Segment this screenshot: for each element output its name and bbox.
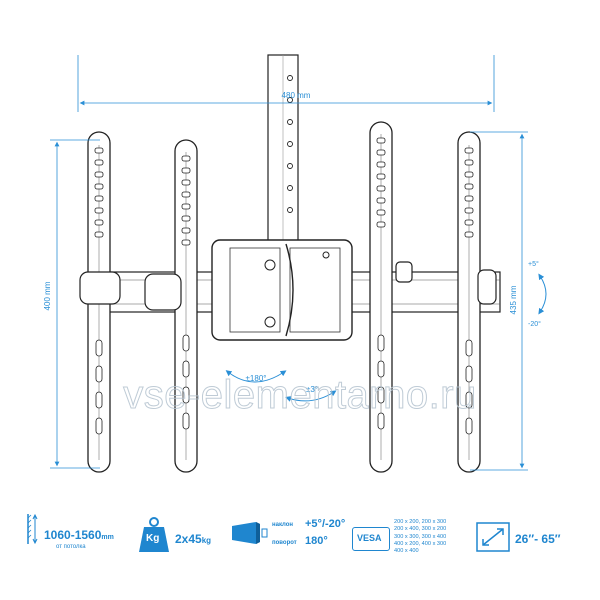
tilt-value: +5°/-20°: [305, 518, 346, 530]
spec-strip: [0, 500, 600, 600]
level-indicator: ±3°: [285, 385, 337, 402]
vesa-line: 200 x 400, 300 x 200: [394, 526, 447, 533]
height-note: от потолка: [56, 544, 86, 550]
dimension-width: 480 mm: [77, 55, 495, 112]
vesa-label: VESA: [357, 533, 382, 543]
width-label: 480 mm: [282, 91, 311, 100]
right-height-label: 435 mm: [509, 285, 518, 314]
ceiling-pole: [267, 54, 299, 246]
screen-size-icon: [476, 522, 510, 552]
load-unit: kg: [201, 536, 212, 545]
vesa-line: 200 x 200, 200 x 300: [394, 519, 447, 525]
vesa-list: 200 x 200, 200 x 300 200 x 400, 300 x 20…: [394, 519, 474, 555]
tilt-knobs: [79, 261, 497, 311]
weight-icon-label: Kg: [146, 533, 160, 544]
left-height-label: 400 mm: [43, 281, 52, 310]
tilt-label: наклон: [272, 522, 294, 528]
height-unit: mm: [101, 534, 114, 541]
arm-slots: [95, 334, 473, 435]
vesa-line: 300 x 300, 300 x 400: [394, 533, 447, 540]
dimension-left-height: 400 mm: [43, 139, 100, 469]
tilt-down-label: -20°: [528, 320, 541, 328]
swivel-value: 180°: [305, 535, 328, 547]
weight-icon: [139, 517, 169, 552]
height-range: 1060-1560: [44, 528, 102, 542]
screen-size-value: 26″- 65″: [515, 532, 561, 546]
vesa-line: 400 x 400: [394, 548, 419, 555]
swivel-block: [211, 239, 353, 341]
load-value: 2x45: [175, 532, 202, 546]
watermark-text: vse-elementarno.ru: [123, 373, 477, 417]
vesa-line: 400 x 200, 400 x 300: [394, 540, 447, 547]
tilt-indicator: +5° -20°: [528, 260, 547, 328]
ceiling-height-icon: [27, 514, 38, 544]
vesa-icon: [352, 527, 390, 551]
tilt-rotate-icon: [232, 522, 268, 544]
tilt-up-label: +5°: [528, 260, 539, 268]
dimension-right-height: 435 mm: [470, 131, 528, 471]
arm-holes: [94, 137, 474, 246]
swivel-spec-label: поворот: [272, 540, 297, 546]
swivel-label: ±180°: [246, 374, 267, 383]
level-label: ±3°: [306, 385, 318, 394]
swivel-indicator: ±180°: [225, 370, 287, 383]
